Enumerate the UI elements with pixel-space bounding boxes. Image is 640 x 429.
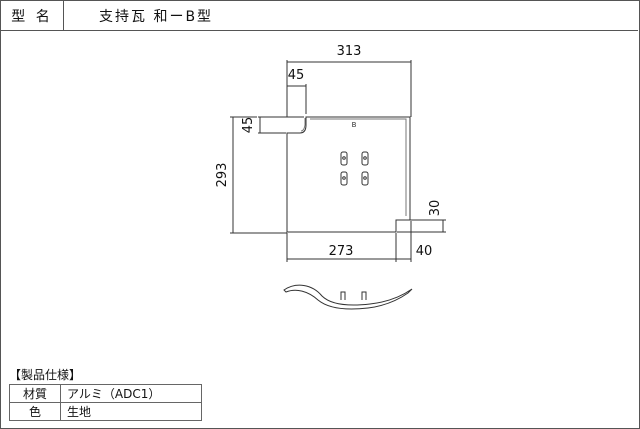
title-bar: 型 名 支持瓦 和ーB型	[1, 1, 638, 31]
model-label: 型 名	[1, 1, 64, 30]
mount-slot	[361, 151, 369, 166]
dim-label-30: 30	[428, 200, 443, 217]
table-row: 色 生地	[9, 402, 202, 421]
spec-value: 生地	[60, 402, 202, 421]
mount-slot	[340, 151, 348, 166]
dim-label-313: 313	[337, 44, 362, 59]
model-name: 支持瓦 和ーB型	[99, 8, 214, 25]
slot-hole	[342, 176, 346, 180]
side-profile	[283, 284, 413, 310]
plate-outline	[286, 116, 411, 233]
dim-label-45-height: 45	[241, 117, 256, 134]
slot-hole	[363, 156, 367, 160]
mount-slot	[361, 171, 369, 186]
dim-label-40: 40	[416, 244, 433, 259]
plate-inner-edge	[300, 118, 407, 216]
mount-slot	[340, 171, 348, 186]
slot-hole	[363, 176, 367, 180]
spec-key: 材質	[9, 384, 61, 403]
spec-value: アルミ（ADC1）	[60, 384, 202, 403]
spec-table: 材質 アルミ（ADC1） 色 生地	[9, 384, 202, 421]
dim-label-45-width: 45	[288, 68, 305, 83]
spec-key: 色	[9, 402, 61, 421]
dim-label-273: 273	[329, 244, 354, 259]
side-profile-clips	[340, 291, 367, 300]
slot-hole	[342, 156, 346, 160]
table-row: 材質 アルミ（ADC1）	[9, 384, 202, 403]
part-mark: B	[352, 121, 357, 129]
dim-label-293: 293	[215, 163, 230, 188]
spec-title: 【製品仕様】	[9, 368, 82, 382]
